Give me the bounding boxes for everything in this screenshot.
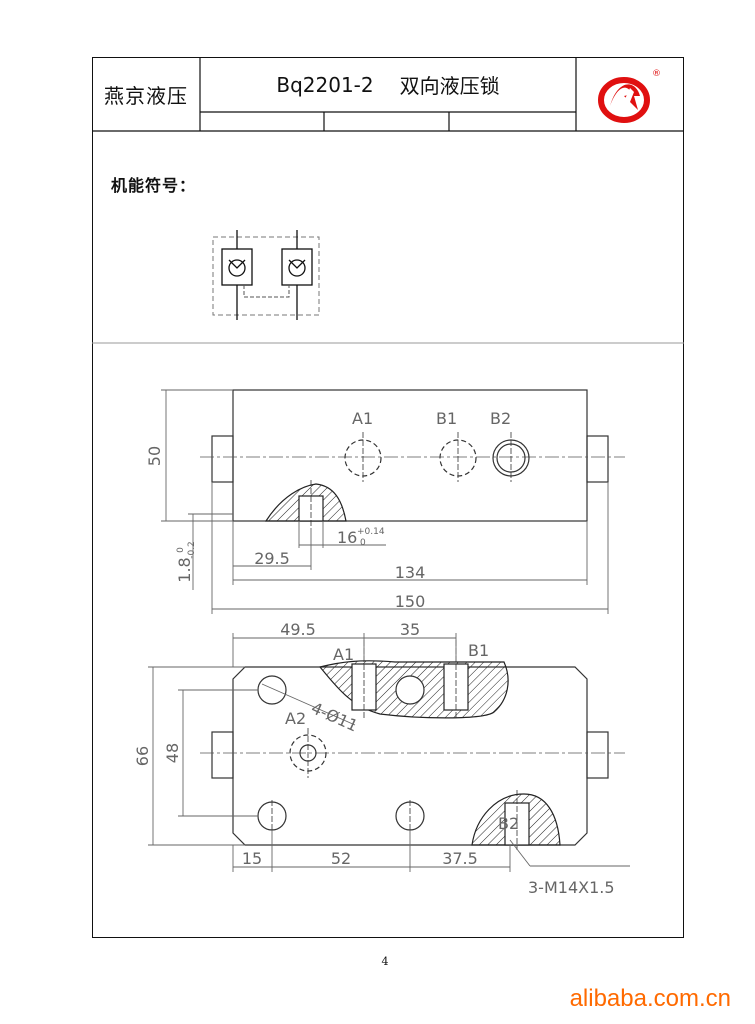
bottom-view-dimensions bbox=[148, 633, 630, 872]
port-label-b1-bottom: B1 bbox=[468, 641, 489, 660]
dim-depth-tol-lower: 0 bbox=[360, 538, 366, 548]
dim-bottom-1: 15 bbox=[242, 849, 262, 868]
port-label-b1: B1 bbox=[436, 409, 457, 428]
registered-mark: ® bbox=[652, 69, 661, 79]
dim-thread-spec: 3-M14X1.5 bbox=[528, 878, 615, 897]
dim-step-tol-upper: 0 bbox=[176, 547, 186, 553]
dim-a1-offset: 49.5 bbox=[280, 620, 316, 639]
company-name: 燕京液压 bbox=[104, 83, 188, 108]
port-label-b2: B2 bbox=[490, 409, 511, 428]
title-block-grid bbox=[92, 57, 684, 132]
logo-icon: ® bbox=[598, 69, 661, 123]
symbol-section-label: 机能符号： bbox=[111, 176, 197, 195]
product-name: 双向液压锁 bbox=[399, 74, 500, 98]
dim-length-total: 150 bbox=[395, 592, 426, 611]
model-code: Bq2201-2 bbox=[276, 72, 374, 97]
dim-offset: 29.5 bbox=[254, 549, 290, 568]
top-view-dim-labels: 50 29.5 134 150 16 +0.14 0 1.8 0 -0.2 bbox=[145, 446, 425, 611]
dim-depth: 16 bbox=[337, 528, 357, 547]
dim-depth-tol-upper: +0.14 bbox=[357, 527, 385, 537]
port-label-a1: A1 bbox=[352, 409, 373, 428]
top-view-port-labels: A1 B1 B2 bbox=[352, 409, 511, 428]
hydraulic-symbol bbox=[212, 230, 320, 320]
bottom-view bbox=[200, 640, 625, 850]
company-logo: ® bbox=[594, 66, 662, 130]
port-label-b2-bottom: B2 bbox=[498, 814, 519, 833]
dim-length-inner: 134 bbox=[395, 563, 426, 582]
watermark-text: alibaba.com.cn bbox=[569, 985, 731, 1012]
dim-bottom-3: 37.5 bbox=[442, 849, 478, 868]
dim-bottom-2: 52 bbox=[331, 849, 351, 868]
page-number: 4 bbox=[381, 955, 389, 968]
top-view bbox=[200, 389, 625, 528]
dim-a1-b1-spacing: 35 bbox=[400, 620, 420, 639]
dim-step-tol-lower: -0.2 bbox=[187, 541, 197, 559]
bottom-view-port-labels: A1 B1 A2 B2 bbox=[285, 641, 519, 833]
drawing-title: Bq2201-2 双向液压锁 bbox=[200, 57, 576, 112]
dim-height: 50 bbox=[145, 446, 164, 466]
dim-height-total: 66 bbox=[133, 746, 152, 766]
dim-hole-spacing: 48 bbox=[163, 743, 182, 763]
dim-step: 1.8 bbox=[175, 557, 194, 582]
port-label-a2: A2 bbox=[285, 709, 306, 728]
drawing-frame bbox=[92, 57, 684, 938]
top-view-dimensions bbox=[161, 389, 609, 614]
port-label-a1-bottom: A1 bbox=[333, 645, 354, 664]
